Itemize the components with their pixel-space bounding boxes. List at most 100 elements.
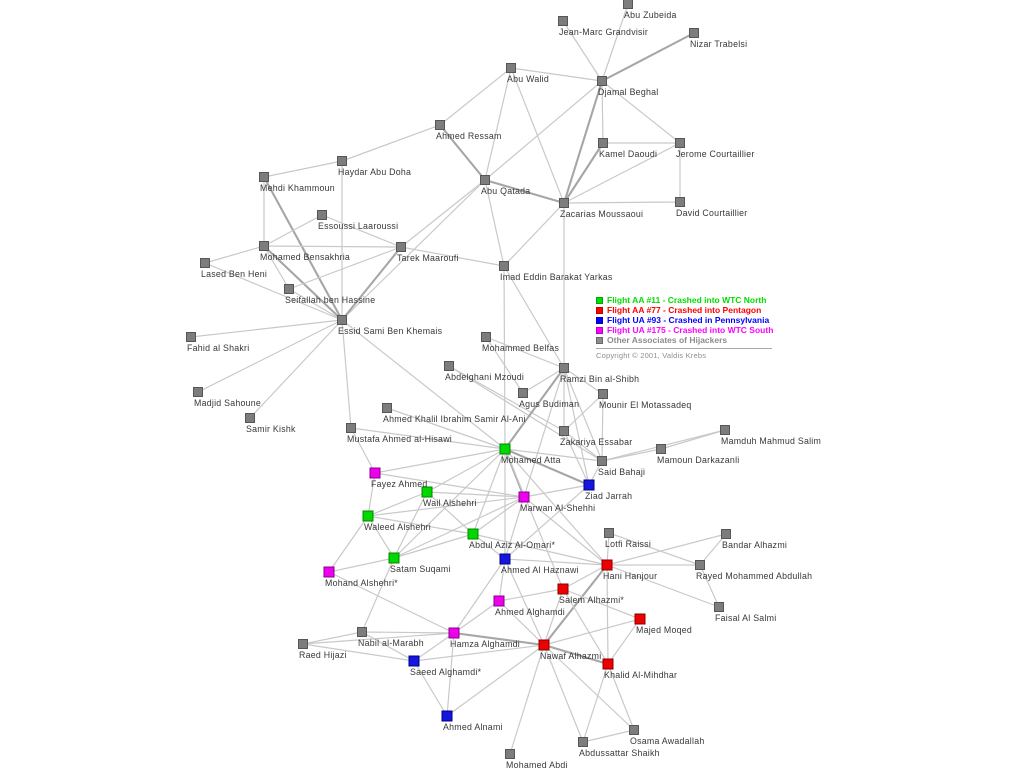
edge-line: [204, 245, 265, 264]
node-label-abdussattar: Abdussattar Shaikh: [579, 748, 660, 758]
node-label-djamal: Djamal Beghal: [598, 87, 658, 97]
node-marker-hisawi[interactable]: [346, 423, 356, 433]
node-marker-nabil[interactable]: [357, 627, 367, 637]
node-marker-fayez[interactable]: [369, 467, 381, 479]
node-marker-khalid[interactable]: [602, 658, 614, 670]
node-marker-imad[interactable]: [499, 261, 509, 271]
node-marker-ziad[interactable]: [583, 479, 595, 491]
edge-line: [606, 564, 609, 665]
node-marker-marwan[interactable]: [518, 491, 530, 503]
node-marker-bandar[interactable]: [721, 529, 731, 539]
edge-line: [367, 515, 395, 559]
edge-line: [204, 262, 343, 321]
edge-line: [504, 558, 545, 646]
edge-line: [249, 319, 343, 419]
edge-line: [563, 393, 604, 432]
node-marker-kamel[interactable]: [598, 138, 608, 148]
node-marker-wail[interactable]: [421, 486, 433, 498]
node-marker-omari[interactable]: [467, 528, 479, 540]
node-marker-madjid[interactable]: [193, 387, 203, 397]
node-marker-ressam[interactable]: [435, 120, 445, 130]
node-marker-haznawi[interactable]: [499, 553, 511, 565]
node-marker-abuZubeida[interactable]: [623, 0, 633, 9]
edge-line: [197, 319, 343, 393]
node-label-lotfi: Lotfi Raissi: [605, 539, 651, 549]
node-marker-essid[interactable]: [337, 315, 347, 325]
node-label-bahaji: Said Bahaji: [598, 467, 645, 477]
node-marker-ramzi[interactable]: [559, 363, 569, 373]
node-marker-fahid[interactable]: [186, 332, 196, 342]
node-marker-jeanMarc[interactable]: [558, 16, 568, 26]
edge-line: [361, 557, 395, 633]
edge-line: [341, 246, 402, 321]
node-marker-nizar[interactable]: [689, 28, 699, 38]
edge-line: [393, 448, 506, 559]
node-label-essid: Essid Sami Ben Khemais: [338, 326, 443, 336]
node-marker-mzoudi[interactable]: [444, 361, 454, 371]
node-marker-mounir[interactable]: [598, 389, 608, 399]
node-marker-majed[interactable]: [634, 613, 646, 625]
node-marker-raed[interactable]: [298, 639, 308, 649]
node-marker-alnami[interactable]: [441, 710, 453, 722]
node-marker-lotfi[interactable]: [604, 528, 614, 538]
node-label-saeed: Saeed Alghamdi*: [410, 667, 482, 677]
node-marker-salem[interactable]: [557, 583, 569, 595]
edge-line: [400, 179, 486, 248]
node-marker-mehdi[interactable]: [259, 172, 269, 182]
edge-line: [543, 564, 608, 646]
node-marker-agus[interactable]: [518, 388, 528, 398]
node-marker-satam[interactable]: [388, 552, 400, 564]
node-marker-essabar[interactable]: [559, 426, 569, 436]
edge-line: [472, 533, 608, 566]
node-marker-lased[interactable]: [200, 258, 210, 268]
node-marker-nawaf[interactable]: [538, 639, 550, 651]
node-marker-bahaji[interactable]: [597, 456, 607, 466]
node-label-salem: Salem Alhazmi*: [559, 595, 624, 605]
node-marker-abuWalid[interactable]: [506, 63, 516, 73]
node-label-majed: Majed Moqed: [636, 625, 692, 635]
node-marker-ahmedAlghamdi[interactable]: [493, 595, 505, 607]
edge-line: [485, 336, 565, 369]
edge-line: [509, 644, 545, 755]
node-marker-haydar[interactable]: [337, 156, 347, 166]
node-marker-belfas[interactable]: [481, 332, 491, 342]
node-marker-seifallah[interactable]: [284, 284, 294, 294]
node-label-zacarias: Zacarias Moussaoui: [560, 209, 643, 219]
node-marker-osama[interactable]: [629, 725, 639, 735]
edge-line: [607, 663, 635, 731]
edge-line: [413, 632, 455, 662]
node-label-ziad: Ziad Jarrah: [585, 491, 632, 501]
edge-line: [699, 533, 727, 566]
edge-line: [563, 367, 590, 486]
node-marker-abdi[interactable]: [505, 749, 515, 759]
node-marker-waleed[interactable]: [362, 510, 374, 522]
node-marker-samir[interactable]: [245, 413, 255, 423]
node-marker-saeed[interactable]: [408, 655, 420, 667]
node-marker-zacarias[interactable]: [559, 198, 569, 208]
node-marker-abdussattar[interactable]: [578, 737, 588, 747]
node-label-samir: Samir Kishk: [246, 424, 296, 434]
node-marker-rayed[interactable]: [695, 560, 705, 570]
node-marker-david[interactable]: [675, 197, 685, 207]
node-marker-qatada[interactable]: [480, 175, 490, 185]
edge-line: [341, 179, 486, 321]
node-marker-djamal[interactable]: [597, 76, 607, 86]
node-marker-essoussi[interactable]: [317, 210, 327, 220]
node-marker-hamza[interactable]: [448, 627, 460, 639]
node-marker-jerome[interactable]: [675, 138, 685, 148]
node-marker-hani[interactable]: [601, 559, 613, 571]
node-label-omari: Abdul Aziz Al-Omari*: [469, 540, 555, 550]
node-marker-alani[interactable]: [382, 403, 392, 413]
node-label-jeanMarc: Jean-Marc Grandvisir: [559, 27, 648, 37]
node-marker-bensakhria[interactable]: [259, 241, 269, 251]
node-marker-tarek[interactable]: [396, 242, 406, 252]
node-marker-salim[interactable]: [720, 425, 730, 435]
edge-line: [393, 496, 525, 559]
node-label-alnami: Ahmed Alnami: [443, 722, 503, 732]
node-marker-faisal[interactable]: [714, 602, 724, 612]
node-marker-darkazanli[interactable]: [656, 444, 666, 454]
node-marker-mohand[interactable]: [323, 566, 335, 578]
edge-line: [426, 491, 474, 535]
node-marker-atta[interactable]: [499, 443, 511, 455]
